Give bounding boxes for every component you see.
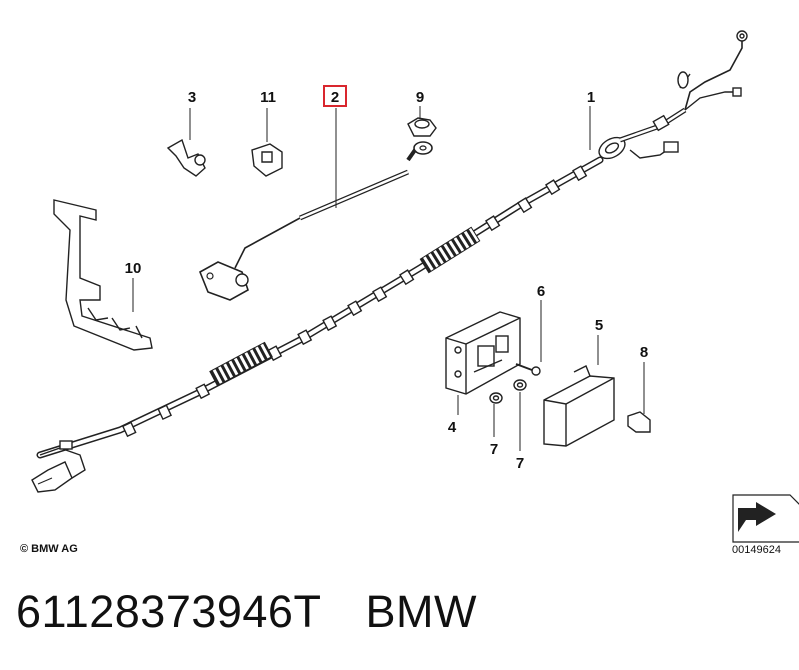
harness-grommet-branch (598, 30, 748, 160)
screw-part-6 (515, 363, 541, 376)
callout-11: 11 (260, 89, 276, 106)
callout-7a: 7 (490, 441, 498, 458)
leader-lines (132, 106, 645, 451)
diagram-index-icon (732, 494, 799, 543)
harness-end-connector (31, 440, 86, 493)
callout-5: 5 (595, 317, 603, 334)
module-carrier-part-4 (445, 311, 521, 395)
callout-10: 10 (125, 260, 142, 277)
callout-7b: 7 (516, 455, 524, 472)
part-info-line: 61128373946T BMW (16, 586, 477, 638)
battery-cable (198, 141, 433, 301)
callout-2: 2 (331, 89, 339, 106)
callout-9: 9 (416, 89, 424, 106)
part-number: 61128373946T (16, 586, 322, 637)
callout-1: 1 (587, 89, 595, 106)
harness-clips (121, 165, 588, 438)
callout-6: 6 (537, 283, 545, 300)
nut-part-7-a (489, 392, 503, 404)
copyright-text: © BMW AG (20, 543, 78, 555)
cover-part-5 (543, 365, 615, 447)
highlight-box-2 (323, 85, 347, 107)
hex-nut-part-9 (407, 117, 437, 137)
callout-4: 4 (448, 419, 457, 436)
nut-part-7-b (513, 379, 527, 391)
clip-part-8 (627, 411, 651, 433)
cable-bracket-part-10 (53, 199, 153, 351)
clip-holder-part-3 (166, 138, 206, 177)
callouts: 3 11 2 9 1 10 6 5 8 4 7 7 (125, 85, 648, 472)
diagram-number: 00149624 (732, 544, 781, 556)
callout-8: 8 (640, 344, 648, 361)
clip-part-11 (251, 143, 283, 177)
brand-name: BMW (365, 586, 477, 637)
harness-bellows (209, 226, 481, 387)
callout-3: 3 (188, 89, 196, 106)
main-wiring-harness (36, 156, 604, 459)
